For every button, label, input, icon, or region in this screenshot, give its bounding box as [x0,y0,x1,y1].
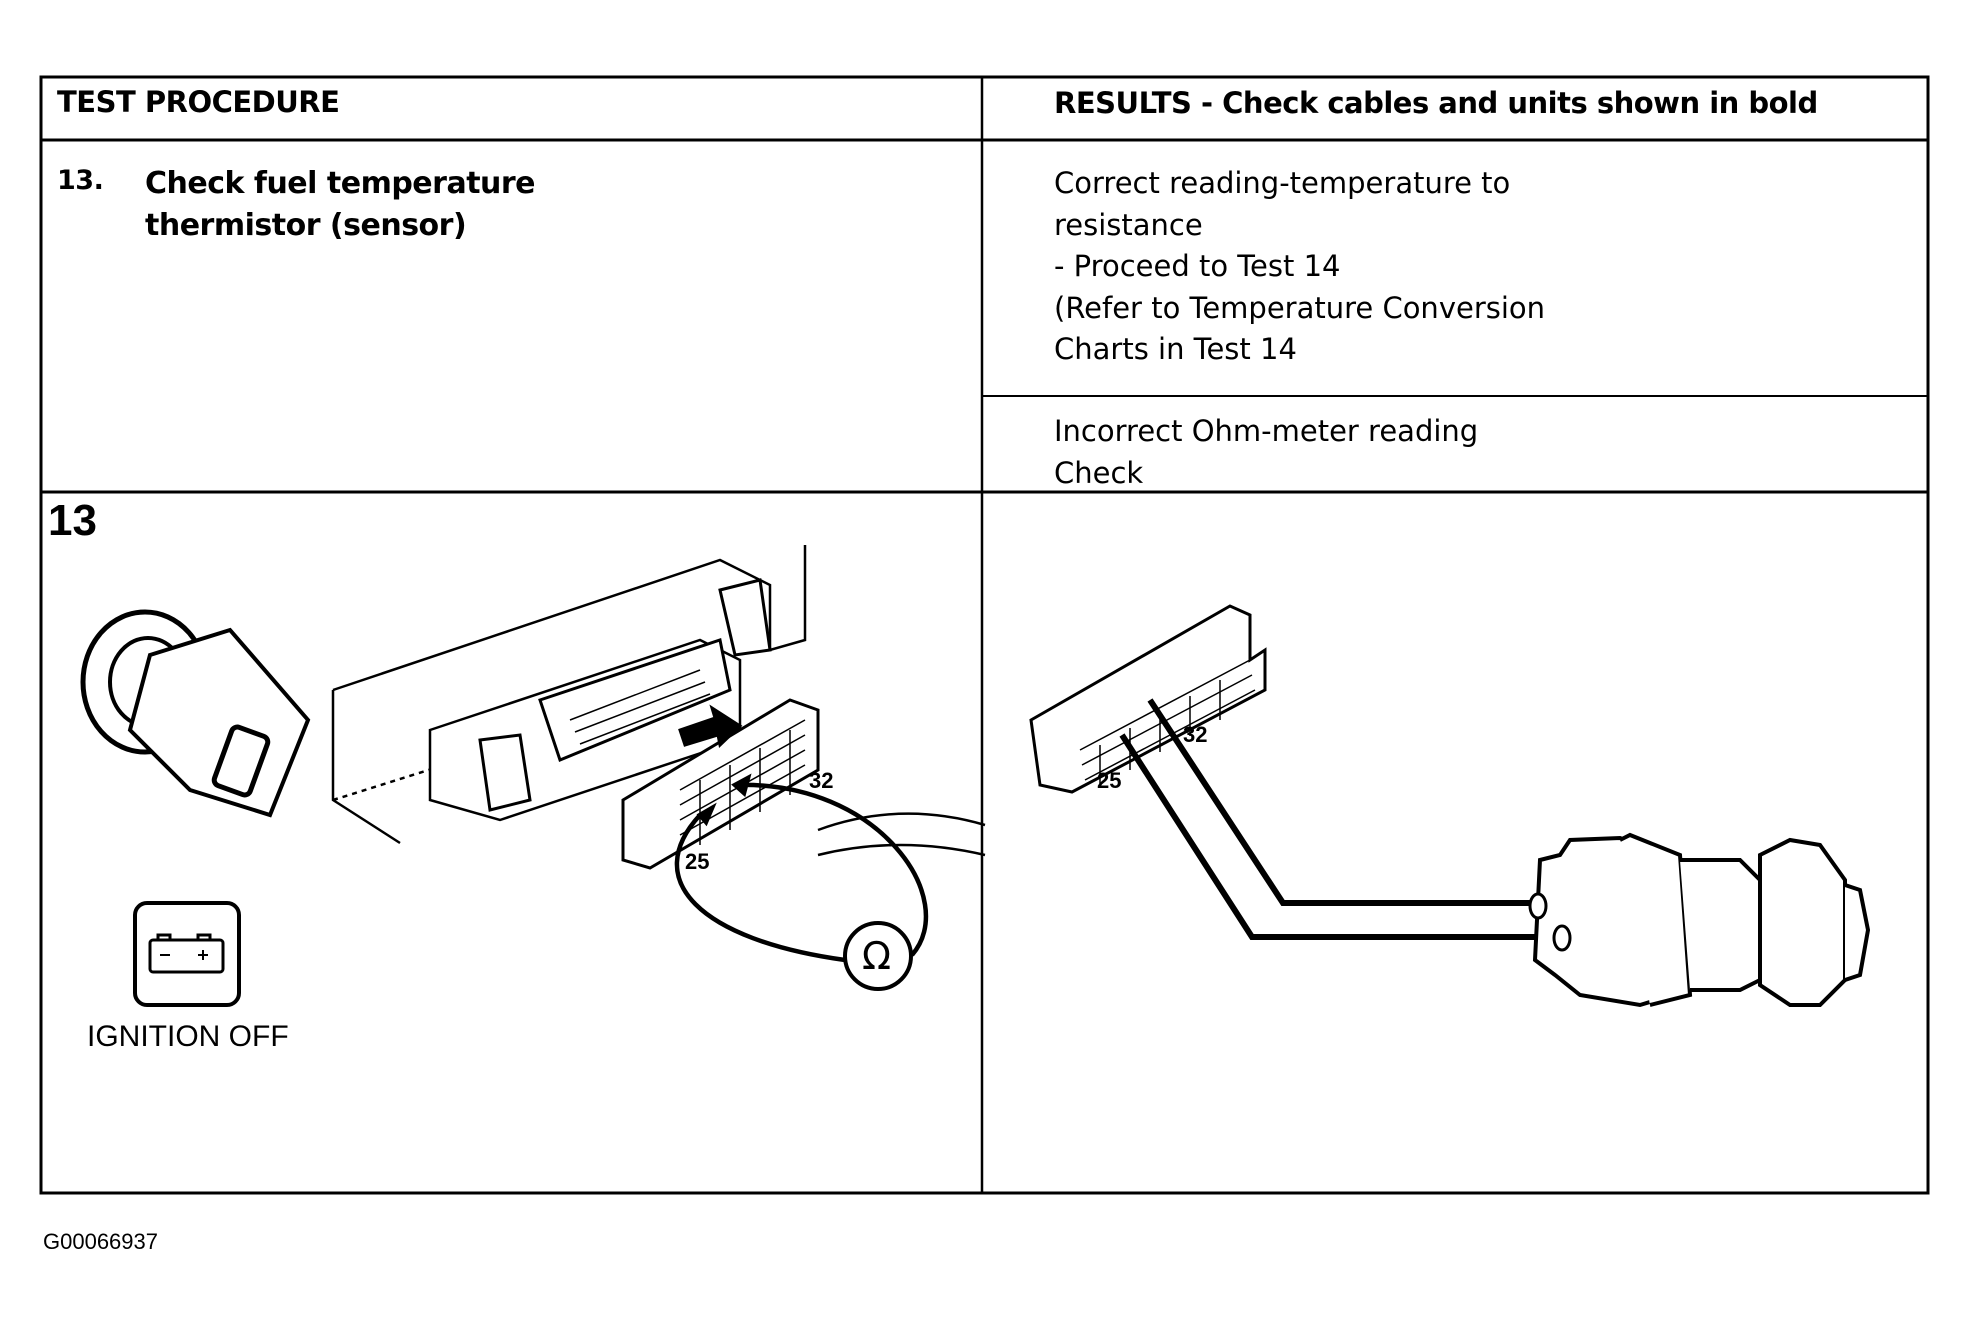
result-incorrect: Incorrect Ohm-meter reading Check [1054,411,1478,494]
sensor-wires [1119,698,1560,940]
result-line: resistance [1054,207,1203,242]
header-results: RESULTS - Check cables and units shown i… [1054,86,1818,120]
result-line: Correct reading-temperature to [1054,166,1511,200]
result-line: Charts in Test 14 [1054,332,1297,366]
result-correct: Correct reading-temperature to resistanc… [1054,163,1545,371]
figure-id: G00066937 [43,1229,158,1254]
ignition-off-label: IGNITION OFF [87,1020,289,1053]
step-title-line: Check fuel temperature [145,166,536,201]
step-title: Check fuel temperature thermistor (senso… [145,163,536,247]
harness-connector [621,698,986,870]
table-grid [39,75,1930,1195]
result-line: - Proceed to Test 14 [1054,249,1341,283]
pin-label-25-right: 25 [1097,768,1122,793]
temperature-sensor [1528,832,1871,1008]
ecu-control-unit [331,545,807,845]
pin-label-32: 32 [809,768,834,793]
result-line: Incorrect Ohm-meter reading [1054,414,1479,448]
result-line: Check [1054,455,1144,490]
ohmmeter-leads [674,773,929,963]
pin-label-25: 25 [685,849,710,874]
harness-connector-right [1029,604,1267,794]
ohmmeter-icon [843,921,913,991]
battery-icon [133,901,241,1007]
figure-number: 13 [48,496,97,545]
pin-label-32-right: 32 [1183,722,1208,747]
ohm-symbol: Ω [862,934,892,978]
step-number: 13. [57,165,104,196]
step-title-line: thermistor (sensor) [145,208,467,243]
ignition-key-icon [80,609,311,818]
header-test-procedure: TEST PROCEDURE [57,85,340,119]
result-line: (Refer to Temperature Conversion [1054,290,1546,325]
